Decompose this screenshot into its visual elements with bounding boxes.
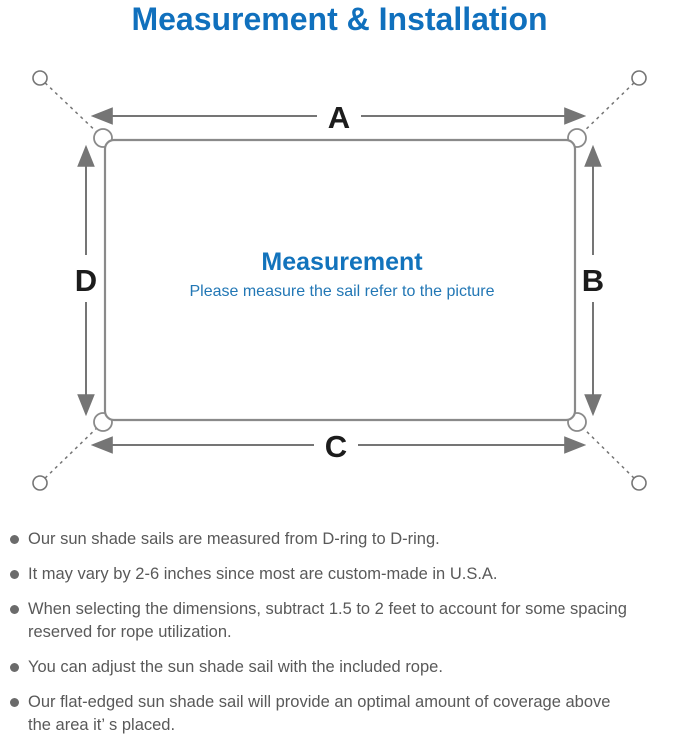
note-line: You can adjust the sun shade sail with t… (28, 658, 443, 676)
note-line: reserved for rope utilization. (28, 623, 232, 641)
bullet-icon (10, 698, 19, 707)
note-text: You can adjust the sun shade sail with t… (28, 656, 443, 679)
notes-list: Our sun shade sails are measured from D-… (0, 528, 679, 737)
note-line: When selecting the dimensions, subtract … (28, 600, 627, 618)
measurement-diagram: A B C D Measurement Please measure the s… (32, 70, 647, 491)
anchor-points (32, 70, 647, 491)
anchor-point-top-right-icon (631, 70, 647, 86)
tie-rope-bottom-left (39, 421, 104, 484)
dimension-label-d: D (75, 263, 97, 298)
page-title: Measurement & Installation (131, 1, 548, 37)
note-item: When selecting the dimensions, subtract … (10, 598, 679, 644)
dimension-label-a: A (328, 100, 350, 135)
note-item: It may vary by 2-6 inches since most are… (10, 563, 679, 586)
bullet-icon (10, 535, 19, 544)
note-line: Our flat-edged sun shade sail will provi… (28, 693, 611, 711)
bullet-icon (10, 663, 19, 672)
note-text: Our flat-edged sun shade sail will provi… (28, 691, 610, 737)
note-line: It may vary by 2-6 inches since most are… (28, 565, 498, 583)
tie-rope-top-right (576, 77, 640, 139)
note-item: You can adjust the sun shade sail with t… (10, 656, 679, 679)
note-item: Our sun shade sails are measured from D-… (10, 528, 679, 551)
dimension-arrows (77, 107, 602, 454)
sail-outline (103, 138, 577, 422)
note-item: Our flat-edged sun shade sail will provi… (10, 691, 679, 737)
diagram-center-subtitle: Please measure the sail refer to the pic… (189, 283, 494, 300)
dimension-label-b: B (582, 263, 604, 298)
anchor-point-bottom-left-icon (32, 475, 48, 491)
note-line: Our sun shade sails are measured from D-… (28, 530, 440, 548)
note-text: When selecting the dimensions, subtract … (28, 598, 627, 644)
note-line: the area it’ s placed. (28, 716, 176, 734)
diagram-center-title: Measurement (261, 248, 423, 276)
tie-rope-bottom-right (576, 421, 640, 484)
tie-rope-top-left (39, 77, 104, 139)
anchor-point-bottom-right-icon (631, 475, 647, 491)
note-text: Our sun shade sails are measured from D-… (28, 528, 440, 551)
tie-rope-lines (39, 77, 640, 484)
dimension-label-c: C (325, 429, 347, 464)
note-text: It may vary by 2-6 inches since most are… (28, 563, 498, 586)
bullet-icon (10, 605, 19, 614)
anchor-point-top-left-icon (32, 70, 48, 86)
bullet-icon (10, 570, 19, 579)
